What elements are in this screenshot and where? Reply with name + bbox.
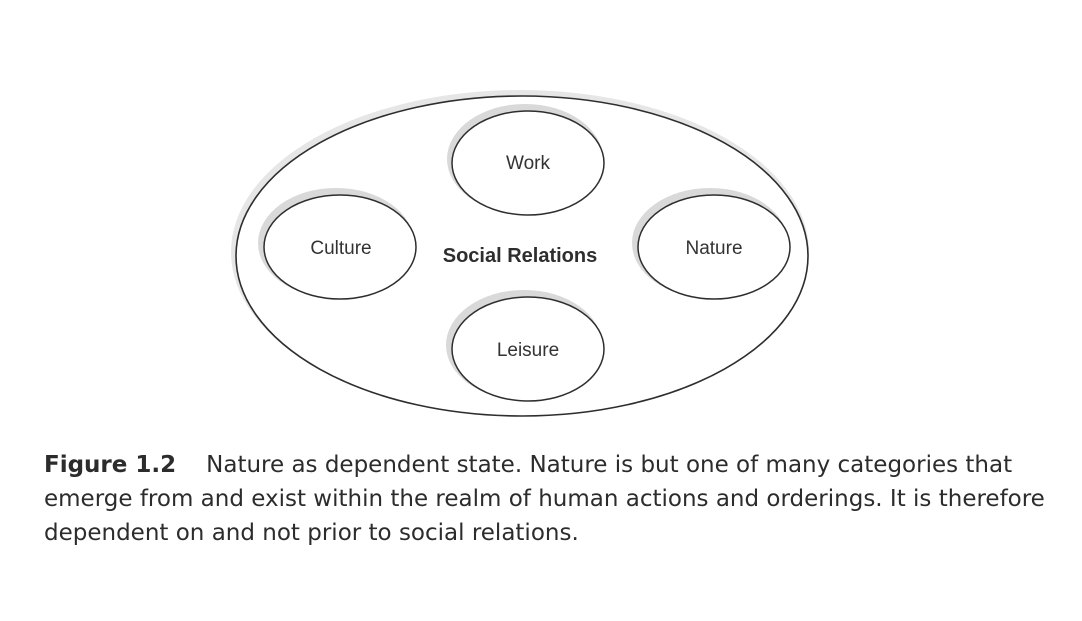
node-leisure-label: Leisure <box>497 340 559 361</box>
node-nature: Nature <box>632 188 791 300</box>
social-relations-diagram: Social Relations Work Culture Nature Lei… <box>231 90 809 417</box>
node-work-label: Work <box>506 153 550 174</box>
node-culture: Culture <box>258 188 417 300</box>
node-work: Work <box>447 104 605 216</box>
node-culture-label: Culture <box>310 238 371 259</box>
node-nature-label: Nature <box>685 238 742 259</box>
outer-ellipse <box>231 90 809 417</box>
node-leisure: Leisure <box>446 290 605 402</box>
caption-text: Nature as dependent state. Nature is but… <box>44 452 1045 546</box>
social-relations-label: Social Relations <box>443 245 598 267</box>
figure-number: Figure 1.2 <box>44 452 177 478</box>
